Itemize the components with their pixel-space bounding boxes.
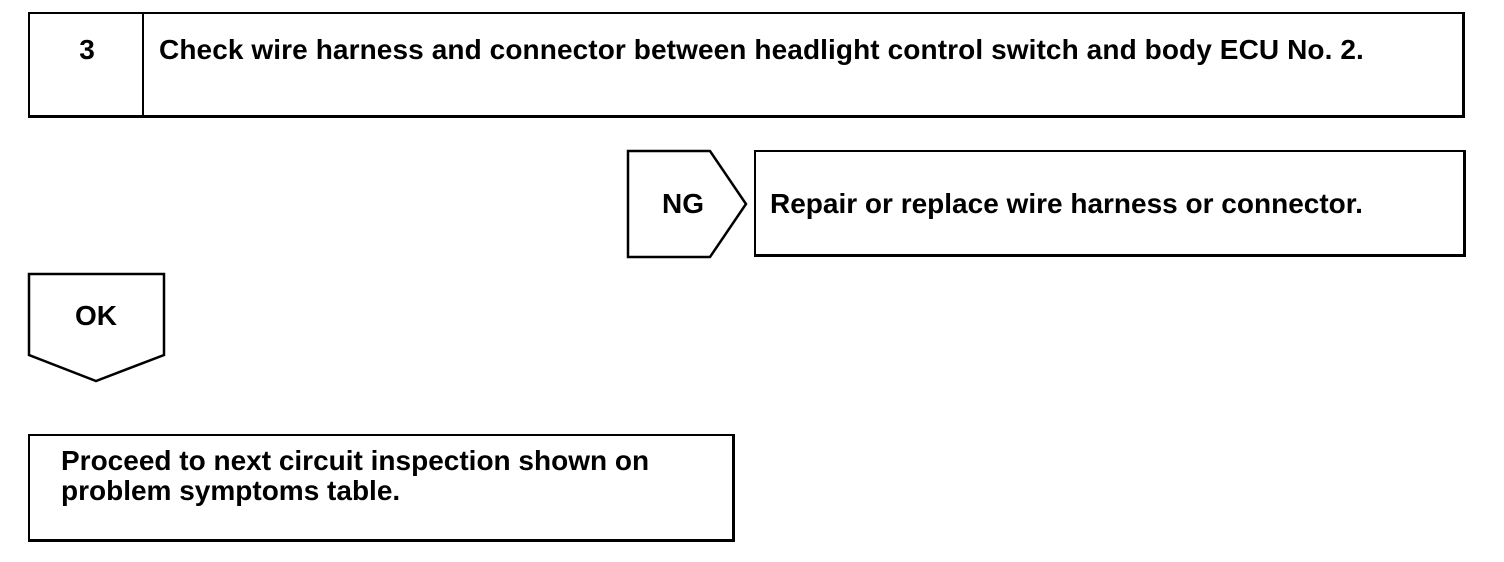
step-number: 3 (79, 34, 95, 65)
step-number-cell: 3 (30, 14, 144, 115)
ok-label: OK (75, 300, 117, 331)
ng-action-text: Repair or replace wire harness or connec… (770, 188, 1363, 219)
step-box: 3 Check wire harness and connector betwe… (28, 12, 1465, 118)
ok-action-text: Proceed to next circuit inspection shown… (61, 445, 650, 506)
ok-action-box: Proceed to next circuit inspection shown… (28, 434, 735, 542)
ng-label: NG (662, 188, 704, 219)
step-title: Check wire harness and connector between… (159, 34, 1364, 65)
ng-action-box: Repair or replace wire harness or connec… (754, 150, 1466, 257)
